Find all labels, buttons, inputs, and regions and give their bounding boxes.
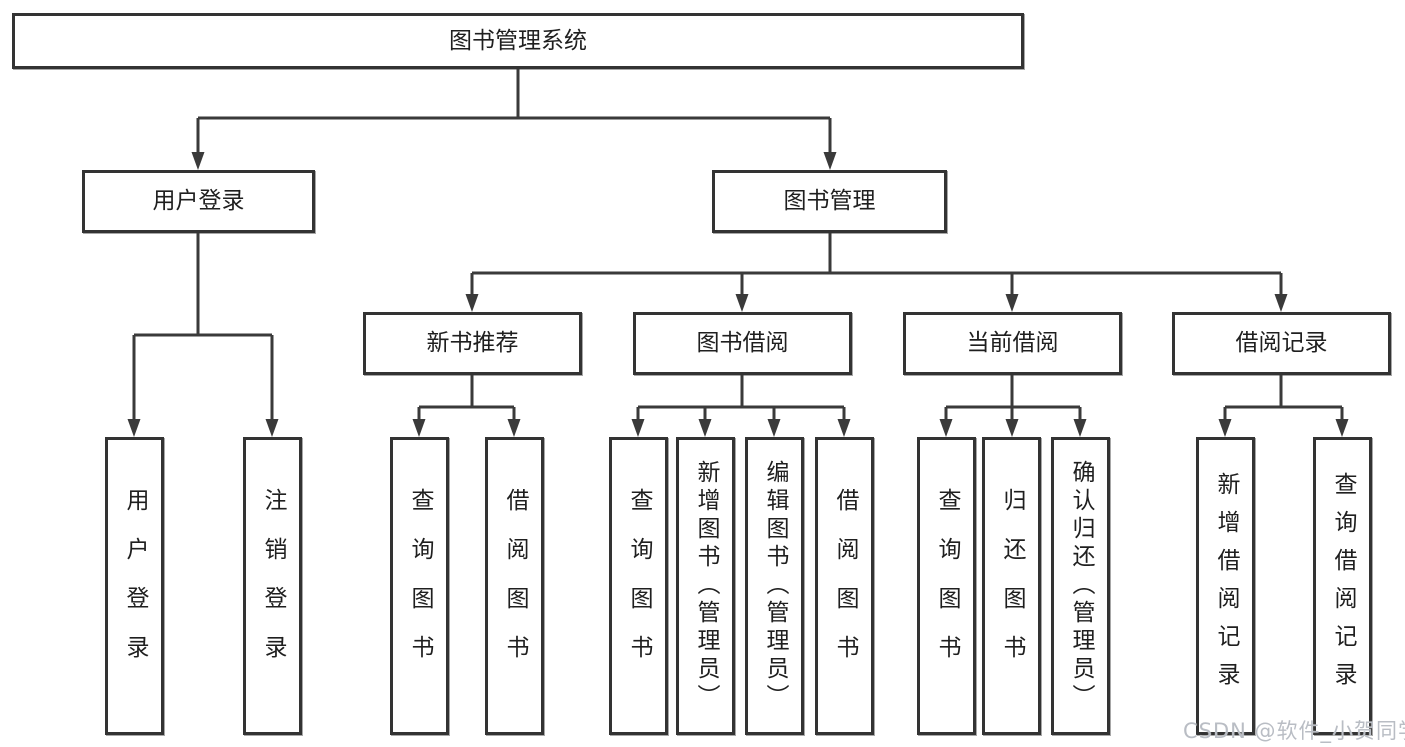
arrow-down-icon [767, 419, 781, 437]
leaf-confirm-return-admin: 确认归还（管理员） [1051, 437, 1110, 735]
node-new-book-recommend: 新书推荐 [363, 312, 582, 375]
arrow-down-icon [823, 152, 837, 170]
node-book-management: 图书管理 [712, 170, 947, 233]
leaf-query-borrow-record: 查询借阅记录 [1313, 437, 1372, 735]
node-borrow-records: 借阅记录 [1172, 312, 1391, 375]
leaf-query-books-2: 查询图书 [609, 437, 668, 735]
watermark: CSDN @软件_小贺同学 [1183, 719, 1405, 743]
node-current-borrow: 当前借阅 [903, 312, 1122, 375]
leaf-return-book: 归还图书 [982, 437, 1041, 735]
connector-book-management [470, 233, 1283, 295]
arrow-down-icon [735, 294, 749, 312]
arrow-down-icon [1005, 419, 1019, 437]
connector-book-borrow [636, 375, 846, 420]
arrow-down-icon [191, 152, 205, 170]
node-root: 图书管理系统 [12, 13, 1024, 69]
leaf-query-books-3: 查询图书 [917, 437, 976, 735]
leaf-borrow-books-1: 借阅图书 [485, 437, 544, 735]
connector-user-login [132, 233, 274, 420]
arrow-down-icon [1005, 294, 1019, 312]
arrow-down-icon [127, 419, 141, 437]
arrow-down-icon [265, 419, 279, 437]
connector-new-book-recommend [417, 375, 516, 420]
leaf-edit-book-admin: 编辑图书（管理员） [745, 437, 804, 735]
arrow-down-icon [465, 294, 479, 312]
arrow-down-icon [412, 419, 426, 437]
leaf-borrow-books-2: 借阅图书 [815, 437, 874, 735]
node-book-borrow: 图书借阅 [633, 312, 852, 375]
arrow-down-icons [127, 152, 1349, 437]
arrow-down-icon [1335, 419, 1349, 437]
arrow-down-icon [837, 419, 851, 437]
leaf-add-book-admin: 新增图书（管理员） [676, 437, 735, 735]
connector-current-borrow [944, 375, 1082, 420]
arrow-down-icon [507, 419, 521, 437]
arrow-down-icon [939, 419, 953, 437]
arrow-down-icon [1073, 419, 1087, 437]
leaf-user-login: 用户登录 [105, 437, 164, 735]
leaf-add-borrow-record: 新增借阅记录 [1196, 437, 1255, 735]
arrow-down-icon [1218, 419, 1232, 437]
leaf-query-books-1: 查询图书 [390, 437, 449, 735]
connector-borrow-records [1223, 375, 1344, 420]
node-user-login: 用户登录 [82, 170, 315, 233]
connector-root [196, 69, 832, 152]
arrow-down-icon [1274, 294, 1288, 312]
leaf-logout: 注销登录 [243, 437, 302, 735]
arrow-down-icon [631, 419, 645, 437]
arrow-down-icon [698, 419, 712, 437]
